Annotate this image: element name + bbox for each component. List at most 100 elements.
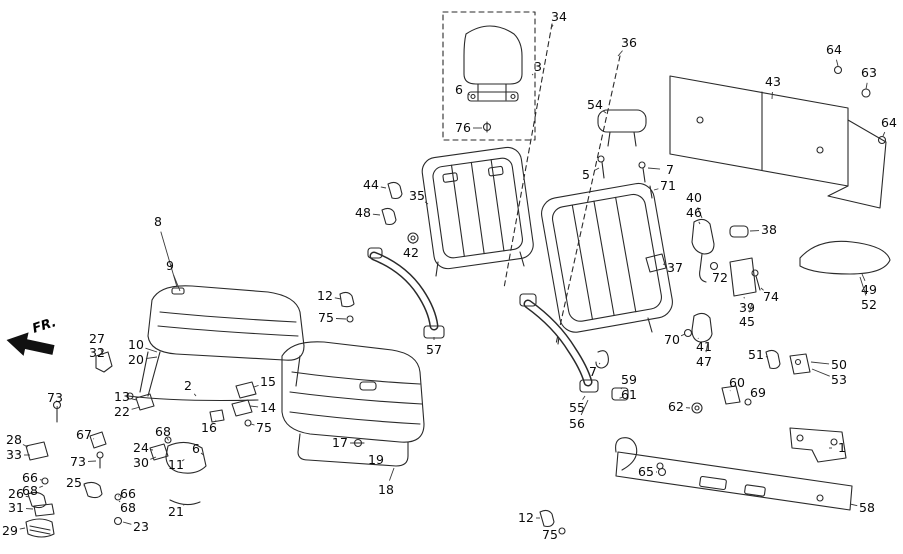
part-label: 48 xyxy=(355,205,371,220)
fasteners-top xyxy=(339,65,887,448)
part-label: 32 xyxy=(89,345,105,360)
leader-line xyxy=(380,186,387,189)
group-boundaries xyxy=(442,11,621,345)
part-label: 24 xyxy=(133,440,149,455)
part-label: 68 xyxy=(22,483,38,498)
part-label: 38 xyxy=(761,222,777,237)
leader-line xyxy=(705,341,709,353)
leader-line xyxy=(619,396,624,399)
part-label: 66 xyxy=(120,486,136,501)
part-label: 71 xyxy=(660,178,676,193)
part-label: 9 xyxy=(166,258,174,273)
part-label: 70 xyxy=(664,332,680,347)
leader-line xyxy=(19,527,26,530)
part-label: 11 xyxy=(168,457,184,472)
part-label: 35 xyxy=(409,188,425,203)
part-label: 26 xyxy=(8,486,24,501)
part-label: 50 xyxy=(831,357,847,372)
part-label: 6 xyxy=(455,82,463,97)
part-label: 7 xyxy=(666,162,674,177)
part-label: 57 xyxy=(426,342,442,357)
part-label: 63 xyxy=(861,65,877,80)
side-trim xyxy=(799,240,891,275)
part-label: 75 xyxy=(318,310,334,325)
leader-line xyxy=(849,503,858,507)
leader-line xyxy=(811,368,830,377)
leader-line xyxy=(647,167,661,170)
leader-line xyxy=(680,333,686,337)
part-label: 55 xyxy=(569,400,585,415)
fr-direction-arrow: FR. xyxy=(6,315,59,356)
fr-label: FR. xyxy=(31,315,59,337)
part-label: 31 xyxy=(8,500,24,515)
part-label: 52 xyxy=(861,297,877,312)
part-label: 39 xyxy=(739,300,755,315)
part-label: 22 xyxy=(114,404,130,419)
leader-line xyxy=(334,297,342,300)
part-label: 15 xyxy=(260,374,276,389)
part-label: 65 xyxy=(638,464,654,479)
leader-line xyxy=(250,423,255,426)
part-label: 51 xyxy=(748,347,764,362)
part-label: 30 xyxy=(133,455,149,470)
part-label: 72 xyxy=(712,270,728,285)
seatback-left xyxy=(421,146,534,277)
leader-line xyxy=(249,405,259,408)
part-label: 53 xyxy=(831,372,847,387)
part-label: 8 xyxy=(154,214,162,229)
part-label: 29 xyxy=(2,523,18,538)
part-label: 7 xyxy=(589,364,597,379)
leader-line xyxy=(181,459,185,462)
part-label: 46 xyxy=(686,205,702,220)
part-label: 62 xyxy=(668,399,684,414)
part-label: 16 xyxy=(201,420,217,435)
cushion-right xyxy=(281,341,425,467)
part-label: 41 xyxy=(696,339,712,354)
part-label: 1 xyxy=(838,440,846,455)
part-label: 19 xyxy=(368,452,384,467)
part-label: 58 xyxy=(859,500,875,515)
headrest-assembly xyxy=(463,25,523,133)
seatback-right xyxy=(541,182,673,345)
rear-panel xyxy=(669,75,887,209)
seatbelt-right xyxy=(519,293,609,393)
leader-line xyxy=(200,452,205,456)
part-label: 49 xyxy=(861,282,877,297)
leader-line xyxy=(131,406,141,410)
leader-line xyxy=(424,201,429,205)
leader-line xyxy=(861,273,866,282)
leader-line xyxy=(617,50,623,57)
leader-line xyxy=(882,131,886,137)
part-label: 2 xyxy=(184,378,192,393)
part-label: 67 xyxy=(76,427,92,442)
part-label: 64 xyxy=(881,115,897,130)
leader-line xyxy=(131,398,138,401)
part-label: 13 xyxy=(114,389,130,404)
latch-hardware-right xyxy=(539,218,811,535)
part-label: 75 xyxy=(256,420,272,435)
part-label: 21 xyxy=(168,504,184,519)
leader-line xyxy=(749,302,753,313)
leader-line xyxy=(166,437,169,441)
leader-line xyxy=(145,356,158,360)
leader-line xyxy=(100,348,104,356)
leader-line xyxy=(598,362,601,365)
part-label: 23 xyxy=(133,519,149,534)
leader-line xyxy=(25,495,30,498)
leader-line xyxy=(253,384,259,388)
part-label: 44 xyxy=(363,177,379,192)
part-label: 36 xyxy=(621,35,637,50)
leader-line xyxy=(22,444,29,448)
leader-line xyxy=(835,59,839,67)
leader-line xyxy=(620,387,623,390)
leader-line xyxy=(118,500,121,503)
part-label: 54 xyxy=(587,97,603,112)
leader-line xyxy=(582,395,586,400)
leader-line xyxy=(810,361,830,365)
part-label: 28 xyxy=(6,432,22,447)
part-label: 40 xyxy=(686,190,702,205)
part-label: 20 xyxy=(128,352,144,367)
